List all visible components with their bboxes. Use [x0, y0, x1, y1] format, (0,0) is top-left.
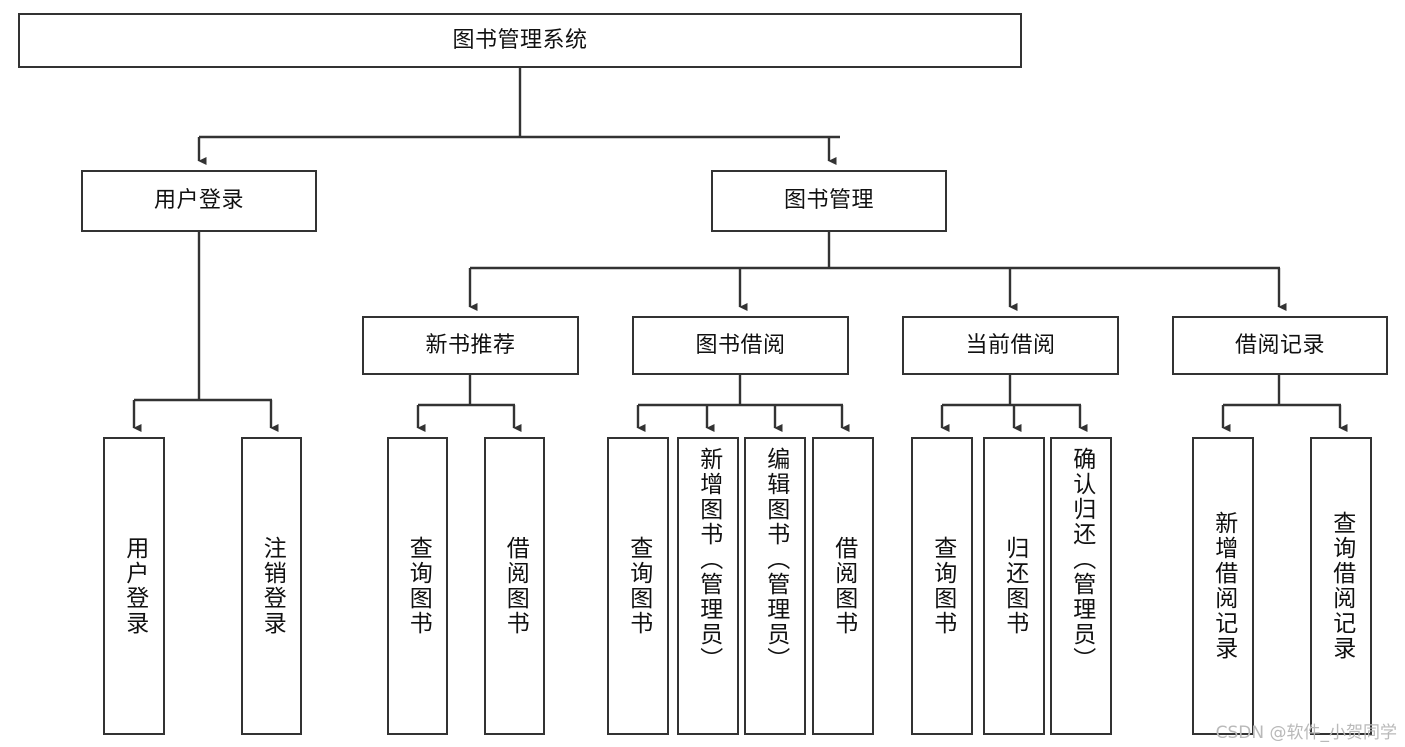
node-root[interactable]: 图书管理系统: [18, 13, 1022, 68]
leaf-return-book[interactable]: 归还图书: [983, 437, 1045, 735]
node-user-login[interactable]: 用户登录: [81, 170, 317, 232]
leaf-user-login-label: 用户登录: [121, 536, 148, 636]
leaf-query-book-1[interactable]: 查询图书: [387, 437, 448, 735]
leaf-borrow-book-1-label: 借阅图书: [502, 536, 529, 636]
leaf-query-borrow-record-label: 查询借阅记录: [1328, 511, 1355, 661]
leaf-add-book-label: 新增图书（管理员）: [695, 447, 722, 672]
node-new-book-recommend-label: 新书推荐: [425, 332, 516, 358]
leaf-query-book-2-label: 查询图书: [625, 536, 652, 636]
leaf-query-book-3[interactable]: 查询图书: [911, 437, 973, 735]
node-new-book-recommend[interactable]: 新书推荐: [362, 316, 579, 375]
node-book-borrow[interactable]: 图书借阅: [632, 316, 849, 375]
node-borrow-record[interactable]: 借阅记录: [1172, 316, 1388, 375]
leaf-confirm-return-label: 确认归还（管理员）: [1068, 447, 1095, 672]
node-borrow-record-label: 借阅记录: [1234, 332, 1325, 358]
leaf-borrow-book-2[interactable]: 借阅图书: [812, 437, 874, 735]
leaf-add-book[interactable]: 新增图书（管理员）: [677, 437, 739, 735]
leaf-borrow-book-2-label: 借阅图书: [830, 536, 857, 636]
leaf-logout-label: 注销登录: [259, 536, 286, 636]
leaf-query-book-1-label: 查询图书: [405, 536, 432, 636]
node-book-manage[interactable]: 图书管理: [711, 170, 947, 232]
leaf-query-book-2[interactable]: 查询图书: [607, 437, 669, 735]
leaf-logout[interactable]: 注销登录: [241, 437, 302, 735]
node-user-login-label: 用户登录: [153, 188, 244, 214]
leaf-return-book-label: 归还图书: [1001, 536, 1028, 636]
node-book-borrow-label: 图书借阅: [695, 332, 786, 358]
leaf-user-login[interactable]: 用户登录: [103, 437, 165, 735]
leaf-add-borrow-record-label: 新增借阅记录: [1210, 511, 1237, 661]
node-book-manage-label: 图书管理: [783, 188, 874, 214]
leaf-query-borrow-record[interactable]: 查询借阅记录: [1310, 437, 1372, 735]
leaf-confirm-return[interactable]: 确认归还（管理员）: [1050, 437, 1112, 735]
watermark: CSDN @软件_小贺同学: [1215, 723, 1397, 743]
leaf-add-borrow-record[interactable]: 新增借阅记录: [1192, 437, 1254, 735]
node-root-label: 图书管理系统: [452, 27, 588, 53]
leaf-edit-book-label: 编辑图书（管理员）: [762, 447, 789, 672]
leaf-query-book-3-label: 查询图书: [929, 536, 956, 636]
node-current-borrow-label: 当前借阅: [965, 332, 1056, 358]
leaf-edit-book[interactable]: 编辑图书（管理员）: [744, 437, 806, 735]
leaf-borrow-book-1[interactable]: 借阅图书: [484, 437, 545, 735]
node-current-borrow[interactable]: 当前借阅: [902, 316, 1119, 375]
